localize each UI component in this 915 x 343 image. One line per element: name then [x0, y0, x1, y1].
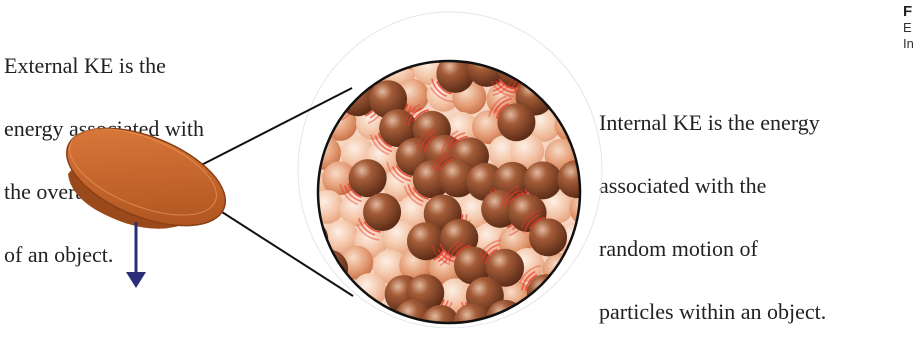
motion-arc [515, 322, 529, 328]
motion-arc [334, 47, 352, 67]
motion-arc [309, 251, 319, 267]
motion-arc [276, 276, 292, 293]
particle-dark [349, 159, 387, 197]
motion-arc [511, 324, 523, 328]
particle-dark [407, 222, 445, 260]
motion-arc [587, 182, 600, 201]
particle-light [485, 23, 519, 57]
particle-dark [423, 25, 461, 63]
motion-arc [539, 301, 550, 317]
particle-light [310, 190, 344, 224]
particle-dark [586, 222, 624, 260]
motion-arc [537, 295, 555, 310]
particle-light [340, 25, 374, 59]
particle-dark [306, 21, 344, 59]
motion-arc [561, 75, 578, 96]
kinetic-energy-diagram [0, 0, 915, 328]
particle-dark [306, 300, 344, 328]
motion-arc [356, 55, 376, 72]
motion-arc [398, 51, 414, 61]
particle-light [353, 273, 387, 307]
particle-dark [364, 26, 402, 64]
motion-arc [390, 324, 405, 328]
motion-arc [272, 277, 290, 296]
particle-dark [309, 77, 347, 115]
motion-arc [531, 293, 546, 315]
particle-light [583, 56, 617, 90]
particle-zoom-view [272, 20, 624, 328]
particle-light [280, 141, 314, 175]
coin-icon [53, 108, 239, 245]
particle-dark [363, 193, 401, 231]
particle-light [340, 303, 374, 328]
motion-arc [516, 323, 532, 328]
particle-light [525, 55, 559, 89]
particle-dark [524, 161, 562, 199]
particle-dark [529, 218, 567, 256]
motion-arc [586, 246, 599, 260]
particle-light [555, 108, 589, 142]
particle-light [573, 246, 607, 280]
particle-light [569, 21, 603, 55]
particle-dark [397, 22, 435, 60]
motion-arc [393, 49, 410, 64]
motion-arc [569, 83, 579, 99]
particle-dark [570, 82, 608, 120]
particle-light [556, 52, 590, 86]
motion-arc [305, 247, 318, 266]
particle-light [285, 306, 319, 328]
particle-light [457, 22, 491, 56]
particle-dark [497, 103, 535, 141]
motion-arc [362, 57, 381, 69]
motion-arc [330, 46, 344, 59]
particle-light [322, 53, 356, 87]
motion-arc [334, 323, 348, 328]
particle-light [282, 25, 316, 59]
particle-light [543, 25, 577, 59]
particle-light [569, 307, 603, 328]
motion-arc [280, 274, 292, 289]
motion-arc [536, 47, 551, 59]
particle-light [543, 253, 577, 287]
particle-light [585, 276, 619, 310]
motion-arc [582, 246, 596, 264]
particle-dark [558, 272, 596, 310]
particle-dark [540, 299, 578, 328]
motion-arc [333, 322, 344, 328]
downward-arrow-icon [126, 222, 146, 288]
motion-arc [586, 180, 596, 196]
particle-light [300, 57, 334, 91]
particle-dark [513, 20, 551, 58]
particle-dark [278, 82, 316, 120]
motion-arc [363, 51, 377, 65]
